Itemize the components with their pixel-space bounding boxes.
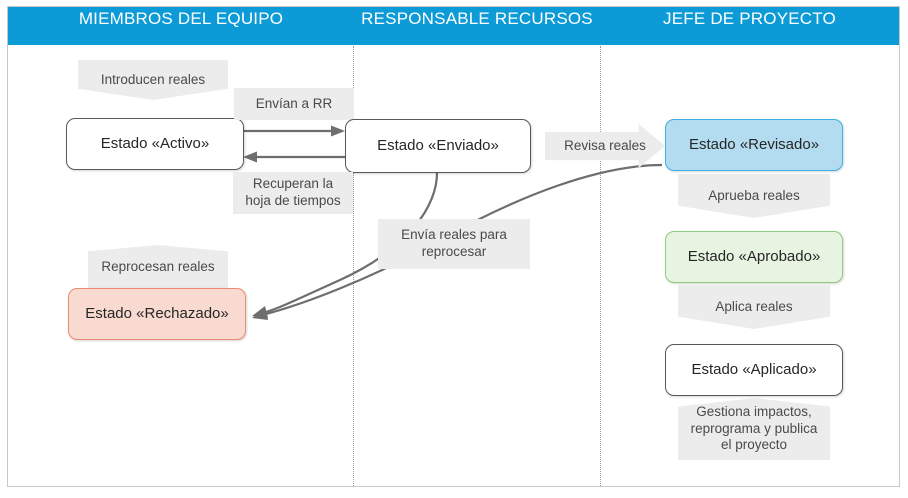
- state-box-rechazado[interactable]: Estado «Rechazado»: [68, 288, 246, 340]
- action-recuperan-hoja-de-tiempos[interactable]: Recuperan la hoja de tiempos: [233, 172, 353, 214]
- state-box-revisado[interactable]: Estado «Revisado»: [665, 119, 843, 171]
- state-box-aplicado[interactable]: Estado «Aplicado»: [665, 344, 843, 396]
- state-box-enviado[interactable]: Estado «Enviado»: [345, 119, 531, 173]
- lane-header-responsable-recursos: RESPONSABLE RECURSOS: [361, 9, 593, 28]
- state-box-activo[interactable]: Estado «Activo»: [66, 118, 244, 170]
- lane-header-miembros-del-equipo: MIEMBROS DEL EQUIPO: [78, 9, 284, 28]
- action-reprocesan-reales[interactable]: Reprocesan reales: [88, 245, 228, 290]
- lane-separator-2: [600, 46, 601, 486]
- action-gestiona-impactos[interactable]: Gestiona impactos, reprograma y publica …: [678, 398, 830, 460]
- lane-header-jefe-de-proyecto: JEFE DE PROYECTO: [663, 9, 836, 28]
- action-envian-a-rr[interactable]: Envían a RR: [234, 88, 354, 120]
- lane-header-band: [8, 7, 899, 45]
- state-box-aprobado[interactable]: Estado «Aprobado»: [665, 231, 843, 283]
- action-introducen-reales[interactable]: Introducen reales: [78, 60, 228, 100]
- action-envia-reales-para-reprocesar[interactable]: Envía reales para reprocesar: [378, 219, 530, 269]
